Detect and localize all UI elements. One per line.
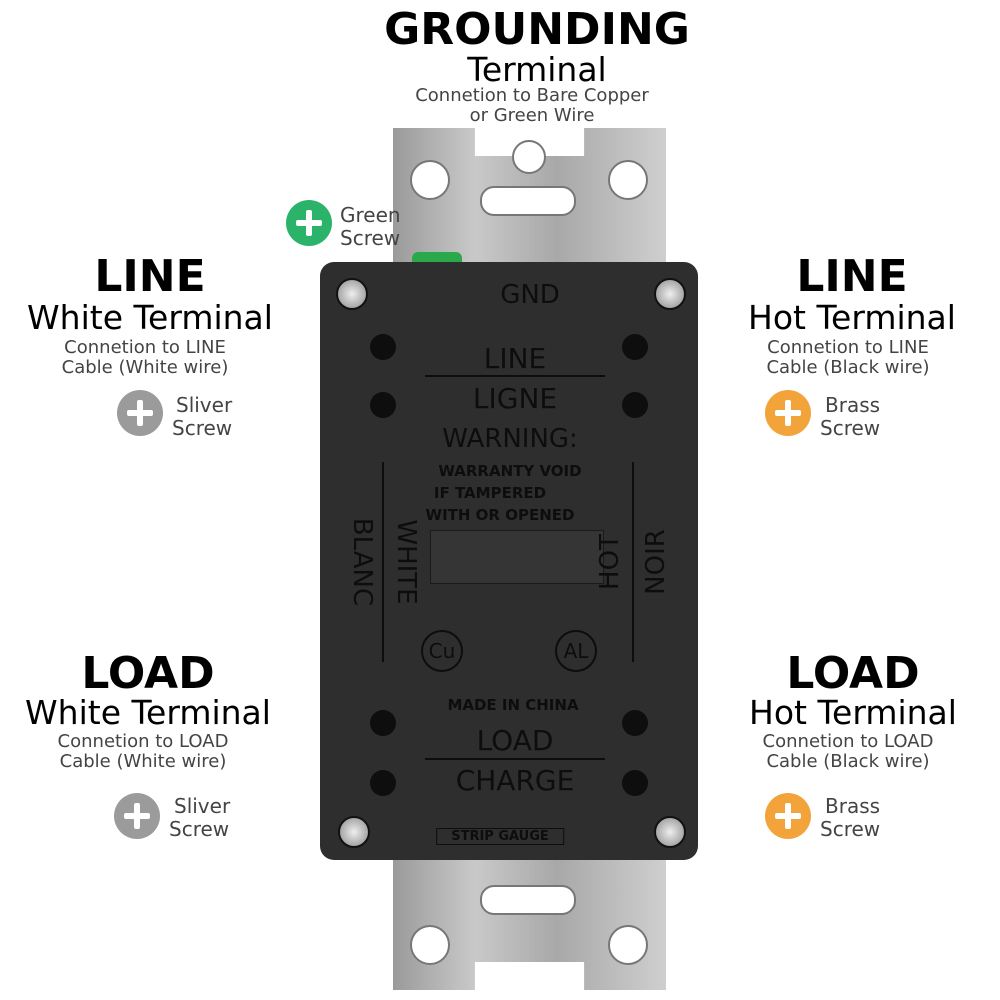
grounding-desc-2: or Green Wire <box>469 105 595 126</box>
mounting-screw <box>338 816 370 848</box>
mounting-strap-bottom <box>393 850 666 990</box>
line-white-desc-1: Connetion to LINE <box>64 337 226 358</box>
wire-hole <box>622 334 648 360</box>
load-white-desc-1: Connetion to LOAD <box>57 731 229 752</box>
line-hot-title: LINE <box>796 251 908 302</box>
wire-hole <box>370 710 396 736</box>
silver-screw-plus-icon <box>117 390 163 436</box>
warranty-line3: WITH OR OPENED <box>425 506 575 524</box>
line-label: LINE <box>483 342 547 375</box>
gfci-device-back: GND LINE LIGNE WARNING: WARRANTY VOID IF… <box>320 262 698 860</box>
strap-hole <box>512 140 546 174</box>
load-label: LOAD <box>476 724 554 757</box>
test-window <box>430 530 604 584</box>
warning-label: WARNING: <box>442 424 578 454</box>
grounding-title: GROUNDING <box>384 4 690 55</box>
wire-hole <box>370 392 396 418</box>
charge-label: CHARGE <box>455 764 575 797</box>
strap-hole <box>410 160 450 200</box>
hot-arrow <box>632 462 634 662</box>
wire-hole <box>370 770 396 796</box>
strap-hole <box>608 925 648 965</box>
line-hot-subtitle: Hot Terminal <box>748 298 956 337</box>
ligne-label: LIGNE <box>472 382 558 415</box>
line-arrow <box>425 375 605 377</box>
green-screw-label-1: Green <box>340 203 401 227</box>
green-screw-label-2: Screw <box>340 226 401 250</box>
brass-screw-label-2: Screw <box>820 416 881 440</box>
load-arrow <box>425 758 605 760</box>
warranty-line2: IF TAMPERED <box>433 484 547 502</box>
strap-hole <box>410 925 450 965</box>
mounting-screw <box>654 278 686 310</box>
warranty-line1: WARRANTY VOID <box>438 462 582 480</box>
strap-slot <box>480 186 576 216</box>
load-hot-subtitle: Hot Terminal <box>749 693 957 732</box>
brass-screw-plus-icon <box>765 390 811 436</box>
strap-slot <box>480 885 576 915</box>
wire-hole <box>622 710 648 736</box>
made-in-label: MADE IN CHINA <box>447 696 579 714</box>
load-hot-desc-2: Cable (Black wire) <box>766 751 930 772</box>
green-screw-plus-icon <box>286 200 332 246</box>
silver-screw-label-1: Sliver <box>176 393 233 417</box>
grounding-desc-1: Connetion to Bare Copper <box>415 85 649 106</box>
wire-hole <box>622 770 648 796</box>
brass-screw-label-1: Brass <box>825 794 881 818</box>
blanc-label: BLANC <box>347 517 377 607</box>
strip-gauge: STRIP GAUGE <box>436 828 564 845</box>
mounting-screw <box>654 816 686 848</box>
load-hot-desc-1: Connetion to LOAD <box>762 731 934 752</box>
wire-hole <box>370 334 396 360</box>
wire-hole <box>622 392 648 418</box>
mounting-screw <box>336 278 368 310</box>
white-label: WHITE <box>391 519 421 605</box>
line-white-subtitle: White Terminal <box>27 298 273 337</box>
load-white-title: LOAD <box>81 648 215 699</box>
line-hot-desc-1: Connetion to LINE <box>767 337 929 358</box>
line-white-title: LINE <box>94 251 206 302</box>
noir-label: NOIR <box>641 529 671 595</box>
white-arrow <box>382 462 384 662</box>
hot-label: HOT <box>595 534 625 590</box>
load-hot-title: LOAD <box>786 648 920 699</box>
brass-screw-plus-icon <box>765 793 811 839</box>
grounding-subtitle: Terminal <box>467 50 607 89</box>
line-white-desc-2: Cable (White wire) <box>61 357 229 378</box>
brass-screw-label-1: Brass <box>825 393 881 417</box>
no-aluminum-symbol: AL <box>555 630 597 672</box>
gnd-label: GND <box>500 280 560 310</box>
silver-screw-label-2: Screw <box>169 817 230 841</box>
line-hot-desc-2: Cable (Black wire) <box>766 357 930 378</box>
silver-screw-plus-icon <box>114 793 160 839</box>
copper-symbol: Cu <box>421 630 463 672</box>
load-white-subtitle: White Terminal <box>25 693 271 732</box>
brass-screw-label-2: Screw <box>820 817 881 841</box>
strap-hole <box>608 160 648 200</box>
silver-screw-label-2: Screw <box>172 416 233 440</box>
load-white-desc-2: Cable (White wire) <box>59 751 227 772</box>
silver-screw-label-1: Sliver <box>174 794 231 818</box>
